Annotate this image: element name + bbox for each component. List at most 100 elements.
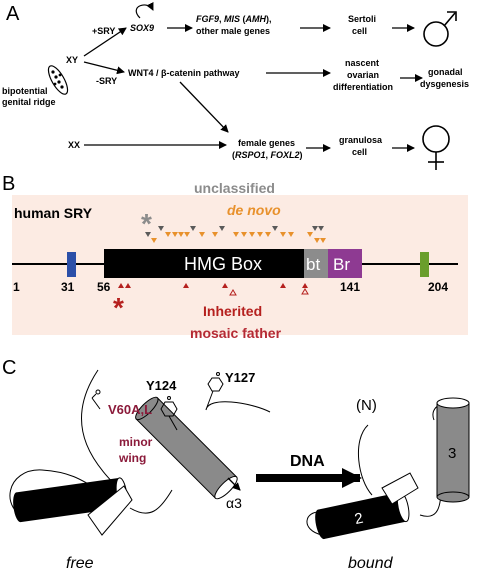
inherited-marker <box>280 283 286 288</box>
female-genes-line1: female genes <box>238 138 295 148</box>
de-novo-marker <box>212 232 218 237</box>
domain-green <box>420 252 429 277</box>
panel-b: B unclassified de novo human SRY * <box>2 173 468 341</box>
free-label: free <box>66 555 94 572</box>
de-novo-marker <box>172 232 178 237</box>
unclassified-marker <box>272 226 278 231</box>
free-wing-strand <box>87 485 133 536</box>
wnt4-label: WNT4 / β-catenin pathway <box>128 68 240 78</box>
hmg-box-label: HMG Box <box>184 254 262 274</box>
female-symbol-icon <box>422 125 450 170</box>
mosaic-markers <box>229 288 309 296</box>
bipotential-line2: genital ridge <box>2 97 56 107</box>
bound-label: bound <box>348 555 394 572</box>
de-novo-marker <box>165 232 171 237</box>
de-novo-marker <box>320 238 326 243</box>
red-asterisk: * <box>113 292 124 323</box>
minor-wing-line1: minor <box>119 435 153 449</box>
bt-domain <box>304 249 328 278</box>
arrow-wnt4-female <box>179 81 229 133</box>
unclassified-marker <box>158 226 164 231</box>
panel-c-label: C <box>2 357 16 379</box>
y124-ring-icon <box>160 396 178 431</box>
mosaic-marker <box>229 289 237 296</box>
de-novo-marker <box>241 232 247 237</box>
panel-a: A bipotential genital ridge XY XX +SRY -… <box>2 1 469 170</box>
dna-label: DNA <box>290 453 325 470</box>
inherited-marker <box>125 283 131 288</box>
gonadal-line2: dysgenesis <box>420 79 469 89</box>
inherited-marker <box>302 283 308 288</box>
female-genes-line2: (RSPO1, FOXL2) <box>232 150 303 160</box>
mosaic-marker <box>301 288 309 295</box>
de-novo-label: de novo <box>227 202 281 218</box>
de-novo-marker <box>280 232 286 237</box>
human-sry-title: human SRY <box>14 205 93 221</box>
inherited-markers <box>118 283 308 288</box>
panel-c: C Y124 Y127 <box>2 357 470 572</box>
male-genes-line1: FGF9, MIS (AMH), <box>196 14 272 24</box>
helix-2-label: 2 <box>353 510 365 528</box>
bound-wing-strand <box>381 472 419 505</box>
genital-ridge-icon <box>47 65 69 95</box>
xy-label: XY <box>66 55 78 65</box>
br-label: Br <box>333 255 350 274</box>
inherited-label: Inherited <box>203 303 262 319</box>
position-56: 56 <box>97 280 111 294</box>
granulosa-line2: cell <box>352 147 367 157</box>
v60-label: V60A,L <box>108 402 152 417</box>
de-novo-marker <box>265 232 271 237</box>
free-n-tail <box>80 369 126 496</box>
plus-sry-label: +SRY <box>92 26 115 36</box>
inherited-marker <box>222 283 228 288</box>
de-novo-marker <box>249 232 255 237</box>
bound-helix-gray: 3 <box>436 397 470 503</box>
mosaic-father-label: mosaic father <box>190 325 282 341</box>
bound-backbone <box>306 401 449 536</box>
sox9-curl-arrow <box>135 1 154 19</box>
position-1: 1 <box>13 280 20 294</box>
y127-label: Y127 <box>225 370 255 385</box>
inherited-marker <box>118 283 124 288</box>
panel-a-label: A <box>6 3 20 25</box>
de-novo-marker <box>184 232 190 237</box>
unclassified-marker <box>190 226 196 231</box>
hmg-box-domain <box>104 249 304 278</box>
unclassified-marker <box>145 232 151 237</box>
bipotential-line1: bipotential <box>2 86 48 96</box>
ovarian-line2: ovarian <box>347 70 379 80</box>
gonadal-line1: gonadal <box>428 67 463 77</box>
de-novo-marker <box>151 238 157 243</box>
n-term-label: (N) <box>356 397 377 414</box>
gray-asterisk: * <box>141 208 152 239</box>
unclassified-marker <box>318 226 324 231</box>
bt-label: bt <box>306 255 320 274</box>
alpha3-arrow <box>227 477 241 491</box>
minor-wing-line2: wing <box>118 451 146 465</box>
male-symbol-icon <box>423 11 457 47</box>
sox9-label: SOX9 <box>130 23 154 33</box>
xx-label: XX <box>68 140 80 150</box>
inherited-marker <box>183 283 189 288</box>
alpha3-label: α3 <box>226 495 242 511</box>
de-novo-marker <box>288 232 294 237</box>
unclassified-markers <box>145 226 324 237</box>
free-helix-gray <box>135 396 238 500</box>
male-genes-line2: other male genes <box>196 26 270 36</box>
y124-label: Y124 <box>146 378 177 393</box>
position-31: 31 <box>61 280 75 294</box>
unclassified-label: unclassified <box>194 180 275 196</box>
de-novo-marker <box>257 232 263 237</box>
de-novo-marker <box>199 232 205 237</box>
ovarian-line3: differentiation <box>333 82 393 92</box>
minus-sry-label: -SRY <box>96 76 117 86</box>
position-204: 204 <box>428 280 448 294</box>
arrow-minus-sry <box>83 61 125 75</box>
sertoli-line2: cell <box>352 26 367 36</box>
position-141: 141 <box>340 280 360 294</box>
y127-ring-icon <box>206 372 224 408</box>
de-novo-markers <box>151 232 326 243</box>
ovarian-line1: nascent <box>345 58 379 68</box>
panel-b-label: B <box>2 173 15 195</box>
unclassified-marker <box>312 226 318 231</box>
